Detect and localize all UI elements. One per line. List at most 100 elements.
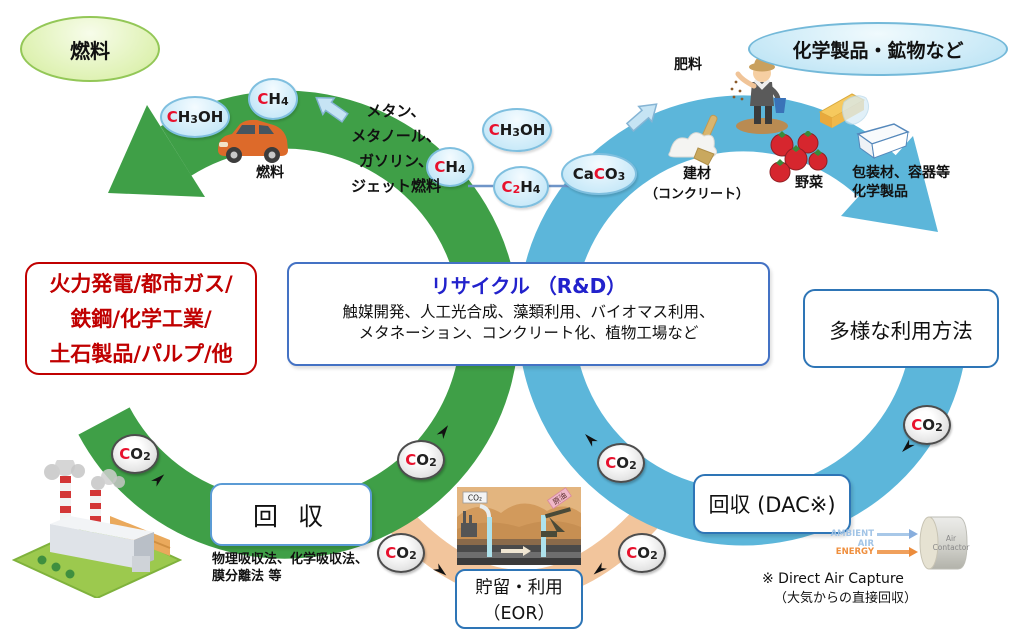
- co2-sub: 2: [409, 548, 417, 562]
- blue-cycle-arrowhead: [841, 136, 938, 232]
- recycle-rd-body-line1: 触媒開発、人工光合成、藻類利用、バイオマス利用、: [342, 303, 715, 321]
- co2-o: O: [922, 416, 936, 434]
- co2-c: C: [626, 544, 638, 562]
- co2-sub: 2: [629, 458, 637, 472]
- co2-o: O: [616, 454, 630, 472]
- c2h4-csub: 2: [512, 182, 521, 196]
- recycle-rd-box: リサイクル （R&D） 触媒開発、人工光合成、藻類利用、バイオマス利用、 メタネ…: [287, 262, 770, 366]
- ch4-sub: 4: [457, 162, 466, 176]
- factory-illustration: [12, 460, 182, 598]
- capture-dac-label: 回収 (DAC※): [708, 493, 836, 517]
- co2-sub: 2: [143, 449, 151, 463]
- emission-sources-line1: 火力発電/都市ガス/: [49, 272, 233, 296]
- car-illustration: [218, 119, 288, 163]
- caco3-ca: Ca: [572, 165, 594, 183]
- recycle-rd-title: リサイクル （R&D）: [430, 274, 627, 298]
- ch3oh-h: H: [177, 108, 191, 126]
- farmer-illustration: [730, 57, 788, 134]
- air-contactor-cylinder: [919, 516, 968, 570]
- usage-methods-box: 多様な利用方法: [803, 289, 999, 368]
- ch3oh-c: C: [166, 108, 178, 126]
- ambient-air-arrow-icon: [877, 533, 910, 536]
- ch4-sub: 4: [280, 94, 289, 108]
- dac-footnote-line2: （大気からの直接回収）: [774, 591, 918, 606]
- storage-eor-line1: 貯留・利用: [475, 578, 563, 598]
- dac-footnote-line1: ※ Direct Air Capture: [762, 571, 904, 587]
- blue-cycle-band: [518, 95, 968, 546]
- ch4-h: H: [445, 158, 458, 176]
- c2h4-c: C: [501, 178, 513, 196]
- ambient-air-label: AMBIENT AIR: [830, 529, 874, 549]
- emission-sources-line2: 鉄鋼/化学工業/: [70, 307, 212, 331]
- co2-sub: 2: [650, 548, 658, 562]
- packaging-label: 包装材、容器等 化学製品: [852, 164, 972, 202]
- ch3oh-sub: 3: [512, 125, 520, 139]
- caco3-c: C: [593, 165, 605, 183]
- tomatoes-illustration: [769, 131, 828, 183]
- co2-sub: 2: [935, 420, 943, 434]
- food-container-illustration: [856, 123, 910, 160]
- co2-o: O: [416, 451, 430, 469]
- flow-arrow-icon: [433, 563, 447, 576]
- energy-label: ENERGY: [835, 547, 874, 557]
- blue-band-flow-arrow-icon: [625, 103, 658, 132]
- capture-box: 回 収: [210, 483, 372, 546]
- ch3oh-rest: OH: [197, 108, 224, 126]
- emission-sources-line3: 土石製品/パルプ/他: [49, 342, 233, 366]
- capture-methods-note: 物理吸収法、化学吸収法、 膜分離法 等: [212, 551, 368, 585]
- ch4-c: C: [434, 158, 446, 176]
- packaging-line1: 包装材、容器等: [852, 165, 950, 181]
- butter-wrap-illustration: [818, 93, 870, 128]
- capture-dac-box: 回収 (DAC※): [693, 474, 851, 534]
- green-cycle-arrowhead: [108, 105, 205, 197]
- c2h4-h: H: [520, 178, 533, 196]
- air-contactor-line2: Contactor: [932, 543, 970, 552]
- ch3oh-rest: OH: [519, 121, 546, 139]
- co2-c: C: [605, 454, 617, 472]
- ambient-air-arrowhead-icon: [909, 529, 918, 539]
- packaging-line2: 化学製品: [852, 184, 908, 200]
- flow-arrow-icon: [151, 474, 165, 487]
- car-fuel-label: 燃料: [256, 165, 284, 181]
- co2-c: C: [119, 445, 131, 463]
- building-material-line1: 建材: [683, 166, 711, 182]
- recycle-rd-body-line2: メタネーション、コンクリート化、植物工場など: [358, 324, 699, 342]
- ch3oh-sub: 3: [190, 112, 198, 126]
- ch3oh-c: C: [488, 121, 500, 139]
- fuel-bubble: 燃料: [20, 16, 160, 82]
- capture-label: 回 収: [253, 501, 329, 531]
- co2-o: O: [637, 544, 651, 562]
- flow-arrow-icon: [585, 434, 598, 447]
- fuel-product-item: メタン、: [366, 102, 426, 120]
- chemical-products-bubble: 化学製品・鉱物など: [748, 22, 1008, 76]
- flow-arrow-icon: [436, 425, 449, 440]
- fuel-product-item: ジェット燃料: [350, 177, 441, 195]
- fuel-products-list: メタン、 メタノール、 ガソリン、 ジェット燃料: [330, 99, 462, 199]
- air-contactor-line1: Air: [945, 534, 957, 543]
- recycle-rd-body: 触媒開発、人工光合成、藻類利用、バイオマス利用、 メタネーション、コンクリート化…: [289, 302, 768, 344]
- dac-footnote: ※ Direct Air Capture （大気からの直接回収）: [762, 571, 917, 606]
- emission-sources-box: 火力発電/都市ガス/ 鉄鋼/化学工業/ 土石製品/パルプ/他: [25, 262, 257, 375]
- building-material-label: 建材 （コンクリート）: [645, 163, 749, 202]
- flow-arrow-icon: [902, 439, 915, 452]
- energy-arrowhead-icon: [909, 547, 918, 557]
- energy-arrow-icon: [877, 550, 910, 554]
- caco3-sub: 3: [617, 169, 626, 183]
- air-contactor-label: Air Contactor: [930, 534, 972, 552]
- co2-c: C: [385, 544, 397, 562]
- co2-o: O: [130, 445, 144, 463]
- co2-o: O: [396, 544, 410, 562]
- fuel-bubble-label: 燃料: [70, 38, 110, 63]
- chemical-products-bubble-label: 化学製品・鉱物など: [792, 39, 964, 62]
